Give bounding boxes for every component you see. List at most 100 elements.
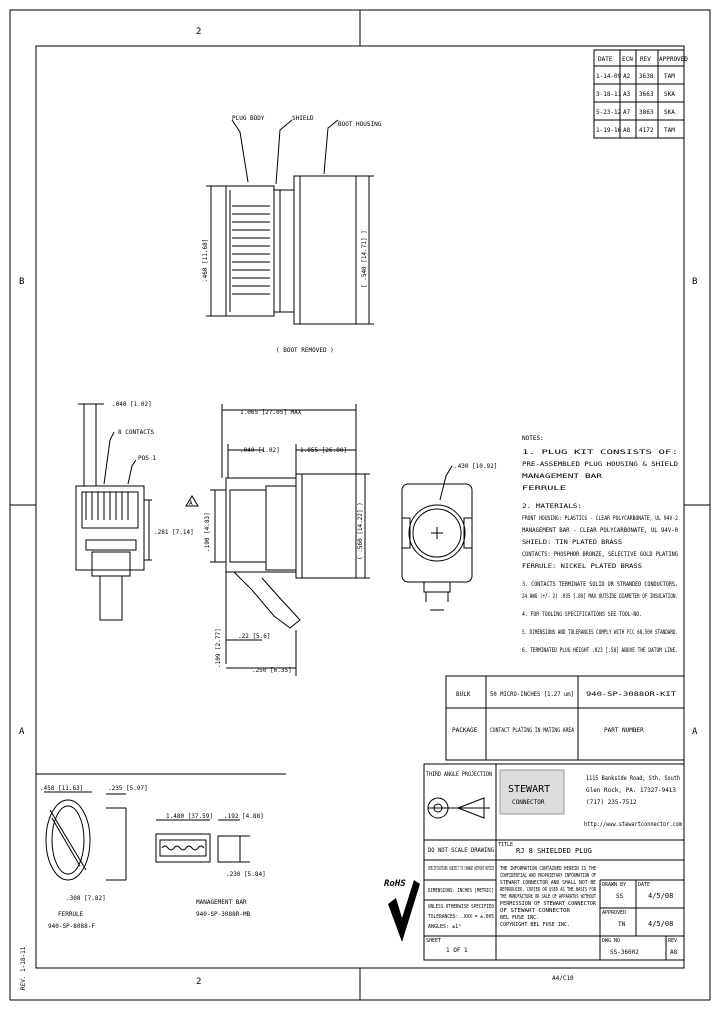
note-line-2: MANAGEMENT BAR xyxy=(522,473,603,480)
rev-r2-ecn: A7 xyxy=(623,109,631,116)
dwg-label: DWG NO xyxy=(602,938,620,944)
mgmt-label: MANAGEMENT BAR xyxy=(196,899,247,906)
prop-line-3: REPRODUCED, COPIED OR USED AS THE BASIS … xyxy=(500,887,597,893)
rev-h-date: DATE xyxy=(598,56,613,63)
drawn-by: SS xyxy=(616,893,624,900)
note-line-5: FRONT HOUSING: PLASTICS - CLEAR POLYCARB… xyxy=(522,515,678,522)
part-h2: CONTACT PLATING IN MATING AREA xyxy=(490,727,574,734)
rohs-mark: RoHS xyxy=(384,879,420,942)
company-website: http://www.stewartconnector.com xyxy=(584,821,682,828)
note-line-10: 3. CONTACTS TERMINATE SOLID OR STRANDED … xyxy=(522,581,678,588)
ferrule-label: FERRULE xyxy=(58,911,84,918)
zone-top: 2 xyxy=(196,27,201,37)
note-line-0: 1. PLUG KIT CONSISTS OF: xyxy=(522,449,678,456)
prop-line-8: COPYRIGHT BEL FUSE INC. xyxy=(500,922,570,928)
dim-ferrule-c: .308 [7.82] xyxy=(66,895,106,902)
rev-r3-ecn: A8 xyxy=(623,127,631,134)
dim-top-height: .460 [11.68] xyxy=(202,239,209,282)
label-boot-housing: BOOT HOUSING xyxy=(338,121,382,128)
top-view-drawing xyxy=(206,119,374,325)
prop-line-2: STEWART CONNECTOR AND SHALL NOT BE xyxy=(500,880,596,886)
rohs-check-icon xyxy=(388,880,420,942)
dwg-number: SS-36002 xyxy=(610,949,639,956)
note-line-3: FERRULE xyxy=(522,485,567,492)
part-number-table xyxy=(445,675,685,761)
prop-line-4: THE MANUFACTURE OR SALE OF APPARATUS WIT… xyxy=(500,894,596,900)
zone-left-b: B xyxy=(19,277,24,287)
side-view-drawing xyxy=(185,404,370,676)
rev-h-rev: REV xyxy=(640,56,651,63)
dim-side-d: ( .560 [14.22] ) xyxy=(357,502,364,560)
rev-r1-ecn: A3 xyxy=(623,91,631,98)
dim-top-width: [ .540 [14.71] ] xyxy=(361,230,368,288)
part-c3: 940-SP-3088OR-KIT xyxy=(586,691,677,698)
rev-r1-rev: 3663 xyxy=(639,91,654,98)
ferrule-drawing xyxy=(44,791,127,881)
size-label: A4/C10 xyxy=(552,975,574,982)
rev-label: REV xyxy=(668,938,677,944)
projection-symbol xyxy=(427,797,490,819)
rev-side-note: REV. 1-18-11 xyxy=(20,946,27,990)
rev-value: A8 xyxy=(670,949,678,956)
part-c2: 50 MICRO-INCHES [1.27 um] xyxy=(490,691,574,698)
rev-r0-rev: 3638 xyxy=(639,73,654,80)
approved-by: TN xyxy=(618,921,626,928)
part-h1: PACKAGE xyxy=(452,727,478,734)
rev-r1-date: 3-18-11 xyxy=(596,91,622,98)
note-line-4: 2. MATERIALS: xyxy=(522,503,582,510)
prop-line-6: OF STEWART CONNECTOR xyxy=(500,908,571,914)
tol-line-2: ANGLES: ±1° xyxy=(428,924,461,930)
dim-front-contacts: 8 CONTACTS xyxy=(118,429,155,436)
tol-line-0: UNLESS OTHERWISE SPECIFIED xyxy=(428,904,494,910)
drawn-date-label: DATE xyxy=(638,882,650,888)
dim-front-pitch: .040 [1.02] xyxy=(112,401,152,408)
dim-end-dia: .430 [10.92] xyxy=(454,463,497,470)
note-line-9: FERRULE: NICKEL PLATED BRASS xyxy=(522,563,642,570)
drawn-date: 4/5/08 xyxy=(648,892,673,900)
company-address-2: Glen Rock, PA. 17327-9413 xyxy=(586,787,676,794)
dim-front-height: .281 [7.14] xyxy=(154,529,194,536)
prop-line-1: CONFIDENTIAL AND PROPRIETARY INFORMATION… xyxy=(500,873,596,879)
rev-r1-appr: SKA xyxy=(664,91,675,98)
dim-side-b: 1.055 [26.80] xyxy=(300,447,347,454)
drawn-label: DRAWN BY xyxy=(602,882,626,888)
front-view-drawing xyxy=(75,403,152,621)
ferrule-part: 940-SP-8088-F xyxy=(48,923,95,930)
note-line-8: CONTACTS: PHOSPHOR BRONZE, SELECTIVE GOL… xyxy=(522,551,678,558)
spec-note: SPECIFICATIONS SUBJECT TO CHANGE WITHOUT… xyxy=(428,866,494,872)
logo-text: STEWART xyxy=(508,784,550,795)
zone-left-a: A xyxy=(19,727,25,737)
tol-line-1: TOLERANCES: .XXX = ±.005 xyxy=(428,914,494,920)
dim-mgmt-b: .192 [4.88] xyxy=(224,813,264,820)
mgmt-part: 940-SP-3088R-MB xyxy=(196,911,251,918)
revision-table: DATE ECN REV APPROVED 1-14-09 A2 3638 TA… xyxy=(593,49,688,139)
dim-front-pos1: POS 1 xyxy=(138,455,156,462)
note-line-6: MANAGEMENT BAR - CLEAR POLYCARBONATE, UL… xyxy=(522,527,678,534)
rev-h-ecn: ECN xyxy=(622,56,633,63)
company-address-3: (717) 235-7512 xyxy=(586,799,637,806)
note-line-7: SHIELD: TIN PLATED BRASS xyxy=(522,539,622,546)
note-line-1: PRE-ASSEMBLED PLUG HOUSING & SHIELD xyxy=(522,461,678,468)
dim-ferrule-b: .235 [5.97] xyxy=(108,785,148,792)
proprietary-notice: THE INFORMATION CONTAINED HEREIN IS THE … xyxy=(500,866,597,928)
zone-right-b: B xyxy=(692,277,697,287)
dim-side-c: .190 [4.83] xyxy=(204,512,211,552)
part-c1: BULK xyxy=(456,691,471,698)
dim-side-a: .040 [1.02] xyxy=(240,447,280,454)
company-logo: STEWART CONNECTOR xyxy=(499,769,565,815)
mgmt-bar-drawing xyxy=(155,819,250,863)
drawing-title: RJ 8 SHIELDED PLUG xyxy=(516,847,592,855)
label-shield: SHIELD xyxy=(292,115,314,122)
dim-mgmt-c: .230 [5.84] xyxy=(226,871,266,878)
third-angle-label: THIRD ANGLE PROJECTION xyxy=(426,771,492,778)
notes-title: NOTES: xyxy=(522,435,544,442)
approved-date: 4/5/08 xyxy=(648,920,673,928)
label-plug-body: PLUG BODY xyxy=(232,115,265,122)
zone-bottom: 2 xyxy=(196,977,201,987)
rev-r3-date: 1-19-16 xyxy=(596,127,622,134)
rohs-text: RoHS xyxy=(384,879,406,889)
company-address-1: 1115 Bankside Road, Sth. South xyxy=(586,775,680,782)
approved-label: APPROVED xyxy=(602,910,626,916)
sheet-label: SHEET xyxy=(426,938,441,944)
no-scale-note: DO NOT SCALE DRAWING xyxy=(428,847,494,854)
